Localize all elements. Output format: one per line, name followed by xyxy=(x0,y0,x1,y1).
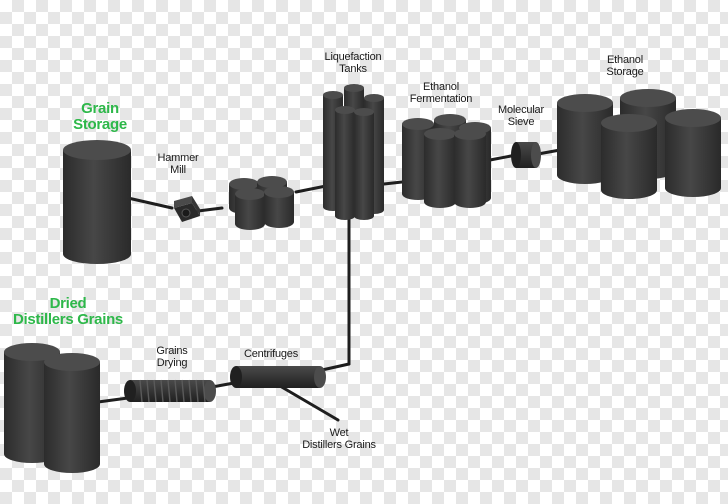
fermentation-tank-front-left xyxy=(424,128,456,208)
equipment xyxy=(4,84,721,473)
liquefaction-tank-mid xyxy=(335,106,355,220)
centrifuge xyxy=(230,366,326,388)
pipe-sieve-to-ethanol-storage xyxy=(536,148,562,156)
hammer-mill xyxy=(174,196,200,222)
grains-dryer xyxy=(124,379,216,403)
liquefaction-tank-front xyxy=(354,108,374,220)
ethanol-storage-tank-3 xyxy=(601,114,657,199)
pipe-cookers-to-liquefaction xyxy=(294,184,328,194)
fermentation-tank-front-right xyxy=(454,128,486,208)
pipes xyxy=(96,148,562,422)
pipe-grain-to-mill xyxy=(126,196,174,210)
pipe-centrifuge-to-dryer xyxy=(210,381,236,389)
centrifuges-label: Centrifuges xyxy=(243,348,299,360)
pipe-mill-to-cookers xyxy=(196,206,224,213)
cooker-front-right xyxy=(264,186,294,228)
ddg-silo-right xyxy=(44,353,100,473)
pipe-dryer-to-ddg xyxy=(96,396,130,404)
grain-storage-silo xyxy=(63,140,131,264)
pipe-liquefaction-to-fermentation xyxy=(382,180,404,186)
ethanol-storage-tank-1 xyxy=(557,94,613,184)
cooker-front-left xyxy=(235,188,265,230)
pipe-wet-grains xyxy=(278,384,340,422)
ethanol-storage-tank-4 xyxy=(665,109,721,197)
pipe-to-centrifuges xyxy=(320,362,351,372)
molecular-sieve xyxy=(511,142,541,168)
